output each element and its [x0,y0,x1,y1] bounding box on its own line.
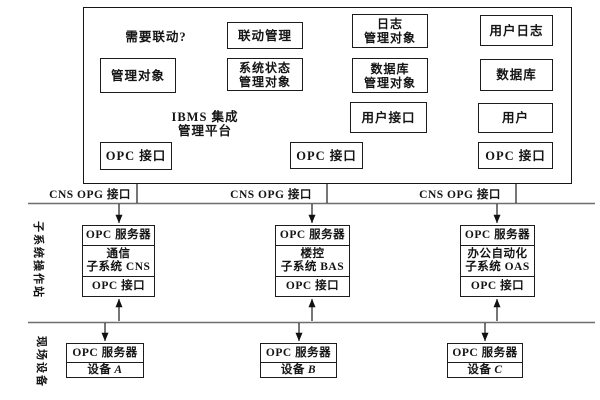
subsystem-bas-name: 楼控 子系统 BAS [280,248,345,273]
user-box: 用户 [478,103,553,133]
log-management-line1: 日志 [376,17,403,31]
opc-interface-label: OPC 接口 [276,276,349,296]
system-status-line2: 管理对象 [238,74,291,89]
cns-opg-label-mid: CNS OPG 接口 [230,189,312,201]
opc-server-label: OPC 服务器 [461,226,534,246]
platform-opc-interface-left-box: OPC 接口 [100,142,172,170]
field-layer-label: 现场设备 [35,336,47,388]
subsystem-oas-name: 办公自动化 子系统 OAS [465,248,530,273]
database-management-line2: 管理对象 [363,75,416,90]
opc-server-label: OPC 服务器 [83,226,154,246]
opc-interface-label: OPC 接口 [83,276,154,296]
subsystem-cns-name: 通信 子系统 CNS [86,248,151,273]
opc-interface-label: OPC 接口 [461,276,534,296]
database-label: 数据库 [496,68,537,82]
subsystem-bas-stack: OPC 服务器 楼控 子系统 BAS OPC 接口 [275,225,350,297]
cns-opg-label-left: CNS OPG 接口 [49,189,131,201]
database-management-line1: 数据库 [370,61,410,76]
subsystem-oas-stack: OPC 服务器 办公自动化 子系统 OAS OPC 接口 [460,225,535,297]
linkage-management-box: 联动管理 [227,22,303,49]
platform-opc-interface-mid-label: OPC 接口 [296,148,357,163]
platform-title-line1: IBMS 集成 [171,110,239,124]
database-box: 数据库 [480,59,553,91]
device-a-box: OPC 服务器 设备 A [66,343,144,378]
opc-server-label: OPC 服务器 [276,226,349,246]
platform-opc-interface-right-box: OPC 接口 [478,142,553,169]
platform-opc-interface-left-label: OPC 接口 [105,149,167,163]
platform-title: IBMS 集成 管理平台 [160,110,250,138]
subsystem-layer-label: 子系统操作站 [32,221,44,299]
platform-title-line2: 管理平台 [177,124,232,138]
system-status-line1: 系统状态 [238,60,291,75]
user-log-label: 用户日志 [489,23,544,38]
management-object-box: 管理对象 [100,58,176,93]
log-management-box: 日志 管理对象 [352,14,428,48]
user-label: 用户 [501,111,529,125]
subsystem-cns-stack: OPC 服务器 通信 子系统 CNS OPC 接口 [82,225,155,297]
management-object-label: 管理对象 [110,68,165,83]
user-log-box: 用户日志 [480,15,553,46]
system-status-box: 系统状态 管理对象 [227,58,303,91]
database-management-box: 数据库 管理对象 [352,58,428,93]
opc-server-label: OPC 服务器 [67,344,143,363]
device-b-box: OPC 服务器 设备 B [260,343,337,378]
log-management-line2: 管理对象 [363,31,416,45]
device-c-box: OPC 服务器 设备 C [447,343,523,378]
device-b-name: 设备 B [280,363,317,376]
cns-opg-label-right: CNS OPG 接口 [419,189,501,201]
opc-server-label: OPC 服务器 [448,344,522,363]
linkage-management-label: 联动管理 [237,28,292,43]
opc-server-label: OPC 服务器 [261,344,336,363]
device-a-name: 设备 A [87,363,123,376]
need-linkage-question: 需要联动? [125,30,187,44]
platform-opc-interface-mid-box: OPC 接口 [290,142,363,169]
user-interface-label: 用户接口 [361,110,416,125]
device-c-name: 设备 C [467,363,503,376]
platform-opc-interface-right-label: OPC 接口 [485,148,546,163]
user-interface-box: 用户接口 [350,102,427,133]
